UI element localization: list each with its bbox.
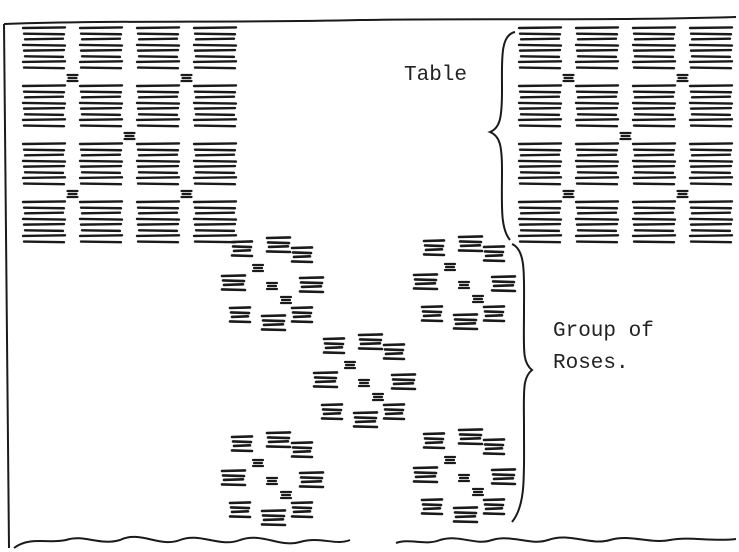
joining-mark <box>564 75 574 81</box>
joining-mark <box>345 362 355 368</box>
joining-mark <box>678 75 688 81</box>
joining-mark <box>267 283 277 289</box>
joining-mark <box>678 191 688 197</box>
joining-mark <box>459 282 469 288</box>
joining-mark <box>373 394 383 400</box>
joining-mark <box>459 475 469 481</box>
joining-mark <box>621 133 631 139</box>
table-label: Table <box>404 64 467 87</box>
joining-mark <box>359 380 369 386</box>
joining-mark <box>473 296 483 302</box>
joining-mark <box>281 492 291 498</box>
joining-mark <box>68 191 78 197</box>
joining-mark <box>445 264 455 270</box>
joining-mark <box>125 133 135 139</box>
joining-mark <box>253 265 263 271</box>
joining-mark <box>182 191 192 197</box>
joining-mark <box>281 297 291 303</box>
joining-mark <box>445 457 455 463</box>
joining-mark <box>68 75 78 81</box>
joining-mark <box>267 478 277 484</box>
joining-mark <box>182 75 192 81</box>
joining-mark <box>564 191 574 197</box>
roses-label-line2: Roses. <box>553 352 629 375</box>
joining-mark <box>473 489 483 495</box>
roses-label-line1: Group of <box>553 320 654 343</box>
joining-mark <box>253 460 263 466</box>
